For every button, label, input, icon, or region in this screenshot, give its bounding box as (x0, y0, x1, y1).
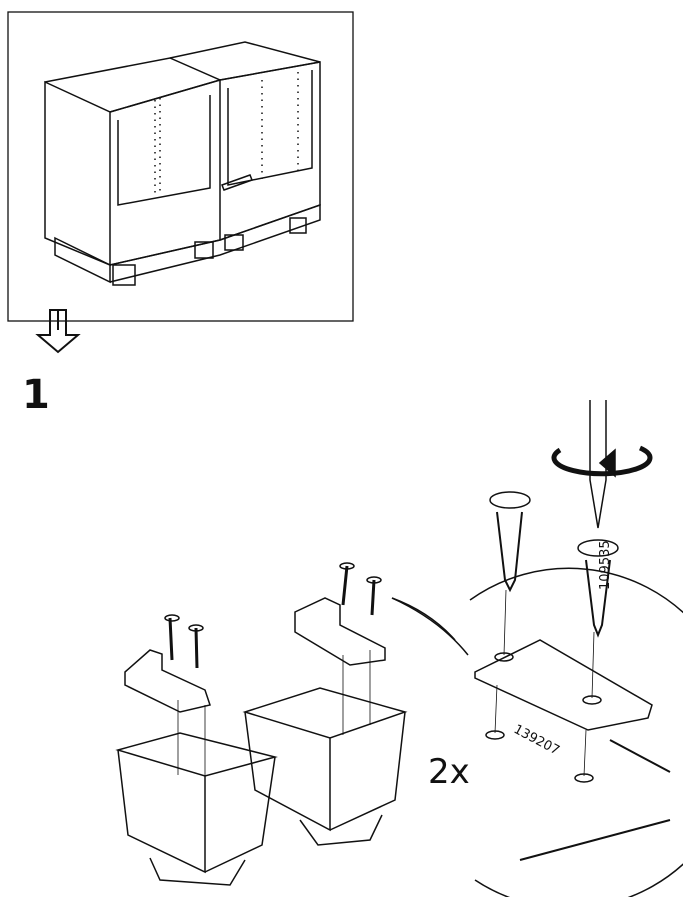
cabinet-frames-illustration (44, 41, 321, 286)
screw-icon (577, 539, 619, 638)
leg-left-illustration (115, 614, 278, 886)
screwdriver-icon (551, 400, 653, 529)
down-arrow-icon (35, 309, 81, 354)
overview-panel (7, 11, 354, 322)
screw-icon (489, 491, 531, 593)
leg-right-illustration (242, 562, 408, 846)
detail-magnifier (391, 400, 683, 897)
step-number: 1 (22, 372, 50, 418)
screw-part-code: 109535 (598, 540, 613, 590)
quantity-label: 2x (428, 752, 470, 792)
